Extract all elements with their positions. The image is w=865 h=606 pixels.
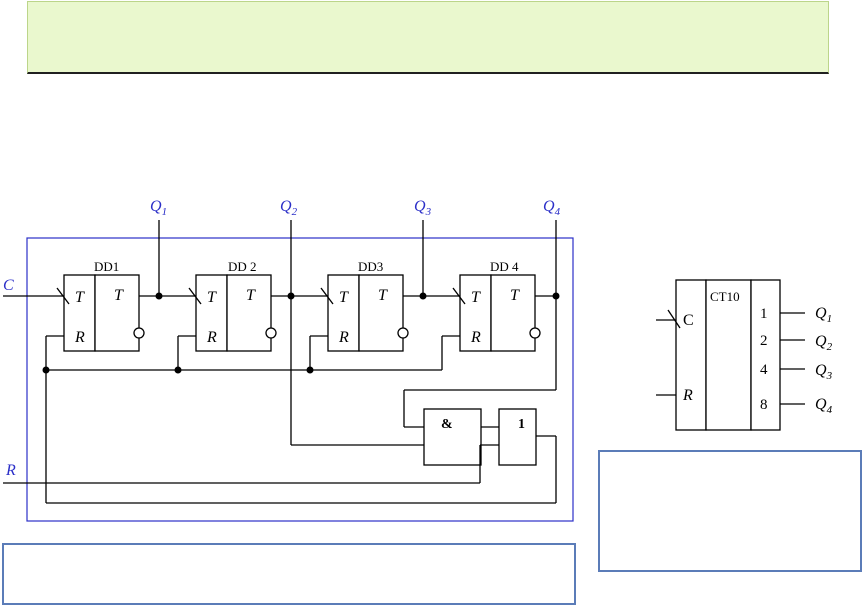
gate-wires xyxy=(3,389,557,504)
output-q3-label: Q3 xyxy=(414,198,432,218)
counter-weight: 1 xyxy=(760,306,768,322)
flipflop-dd2: DD 2 T T R xyxy=(188,259,277,352)
counter-ct10-symbol: CT10 C R 1 2 4 8 Q1 Q2 Q3 Q4 xyxy=(656,279,833,431)
inverted-output-bubble xyxy=(265,327,277,339)
counter-output-q4: Q4 xyxy=(815,396,833,416)
flipflop-dd3: DD3 T T R xyxy=(320,259,409,352)
r-input-label: R xyxy=(338,329,349,346)
caption-box-left xyxy=(2,543,576,605)
flipflop-dd4: DD 4 T T R xyxy=(452,259,541,352)
counter-reset-input: R xyxy=(682,387,693,404)
output-q2-label: Q2 xyxy=(280,198,298,218)
r-input-label: R xyxy=(206,329,217,346)
title-banner xyxy=(27,1,829,74)
output-taps xyxy=(155,220,560,445)
t-input-label: T xyxy=(207,289,217,306)
t-output-label: T xyxy=(510,287,520,304)
flipflop-dd1: DD1 T T R xyxy=(56,259,145,352)
reset-input-label: R xyxy=(5,462,16,479)
output-q4-label: Q4 xyxy=(543,198,561,218)
t-input-label: T xyxy=(339,289,349,306)
counter-output-q2: Q2 xyxy=(815,333,833,353)
clock-input-label: C xyxy=(3,277,14,294)
circuit-frame xyxy=(26,237,574,522)
counter-title: CT10 xyxy=(710,289,740,304)
counter-weight: 8 xyxy=(760,397,768,413)
inverted-output-bubble xyxy=(133,327,145,339)
caption-box-right xyxy=(598,450,862,572)
flipflop-label: DD3 xyxy=(358,259,383,274)
inverted-output-bubble xyxy=(397,327,409,339)
flipflop-label: DD 4 xyxy=(490,259,519,274)
or-gate-symbol: 1 xyxy=(518,417,525,432)
flipflop-label: DD1 xyxy=(94,259,119,274)
t-output-label: T xyxy=(246,287,256,304)
flipflop-label: DD 2 xyxy=(228,259,257,274)
counter-output-q3: Q3 xyxy=(815,362,833,382)
or-gate: 1 xyxy=(498,408,537,466)
t-output-label: T xyxy=(114,287,124,304)
r-input-label: R xyxy=(470,329,481,346)
and-gate-symbol: & xyxy=(441,417,453,432)
t-input-label: T xyxy=(471,289,481,306)
counter-clock-input: C xyxy=(683,312,694,329)
output-q1-label: Q1 xyxy=(150,198,167,218)
reset-bus xyxy=(42,335,460,503)
t-output-label: T xyxy=(378,287,388,304)
counter-weight: 4 xyxy=(760,362,768,378)
counter-output-q1: Q1 xyxy=(815,305,832,325)
t-input-label: T xyxy=(75,289,85,306)
inverted-output-bubble xyxy=(529,327,541,339)
r-input-label: R xyxy=(74,329,85,346)
counter-weight: 2 xyxy=(760,333,768,349)
and-gate: & xyxy=(423,408,482,466)
